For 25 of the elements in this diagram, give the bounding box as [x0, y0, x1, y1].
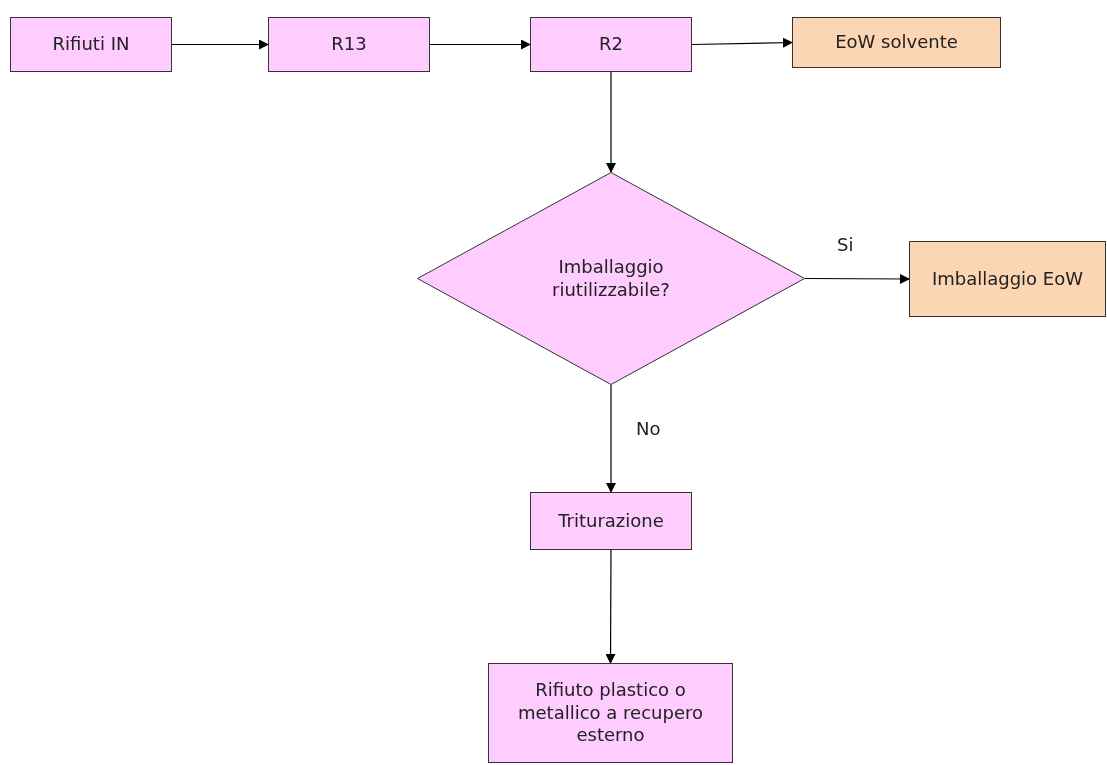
node-text: Rifiuto plastico o metallico a recupero esterno	[517, 679, 704, 747]
node-text: R2	[599, 33, 623, 56]
node-text: EoW solvente	[835, 31, 958, 54]
decision-diamond	[417, 172, 805, 385]
arrow	[171, 39, 269, 50]
node-text: R13	[331, 33, 367, 56]
process-box	[530, 17, 692, 72]
arrow	[429, 39, 531, 50]
arrow	[605, 549, 616, 664]
arrow	[691, 37, 793, 48]
output-box	[909, 241, 1106, 317]
node-text: Triturazione	[558, 509, 664, 533]
arrow	[804, 273, 910, 284]
process-box	[530, 492, 692, 550]
process-box	[488, 663, 733, 763]
edge-label: No	[636, 418, 661, 439]
node-text: Imballaggio EoW	[931, 267, 1084, 291]
node-text: Imballaggio riutilizzabile?	[551, 256, 671, 301]
process-box	[268, 17, 430, 72]
arrow	[606, 384, 616, 493]
output-box	[792, 17, 1001, 68]
arrow	[606, 71, 616, 173]
node-text: Rifiuti IN	[52, 33, 130, 56]
process-box	[10, 17, 172, 72]
edge-label: Si	[837, 234, 854, 255]
